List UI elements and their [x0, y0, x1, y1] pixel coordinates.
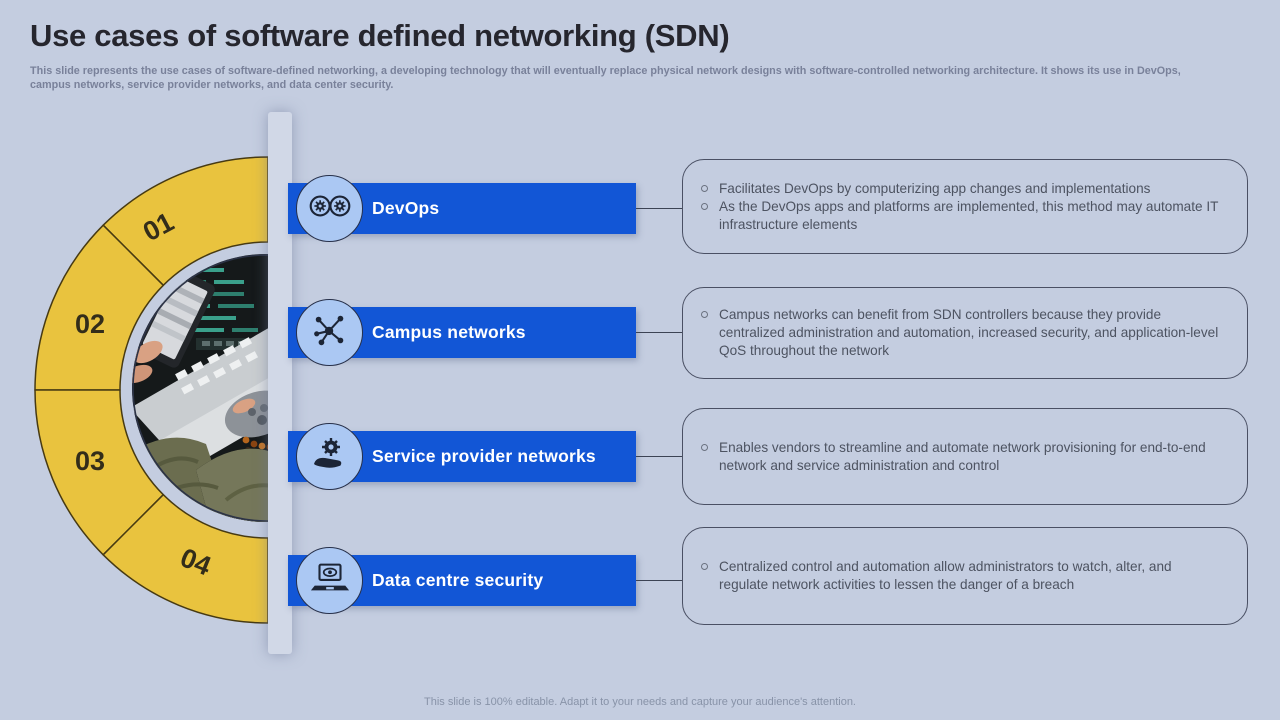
usecase-label: Campus networks — [372, 322, 526, 342]
bullet-circle-icon — [701, 184, 708, 192]
usecase-label: DevOps — [372, 198, 440, 218]
devops-infinity-gears-icon — [307, 193, 353, 224]
data-centre-security-icon-badge — [296, 547, 363, 614]
info-box-data-centre-security: Centralized control and automation allow… — [682, 527, 1248, 625]
data-centre-point-1: Centralized control and automation allow… — [719, 559, 1172, 592]
bullet-circle-icon — [701, 202, 708, 210]
editable-note-footer: This slide is 100% editable. Adapt it to… — [424, 696, 856, 708]
campus-point-1: Campus networks can benefit from SDN con… — [719, 307, 1219, 358]
usecase-label: Service provider networks — [372, 446, 596, 466]
page-subtitle: This slide represents the use cases of s… — [30, 65, 1181, 91]
info-box-campus-networks: Campus networks can benefit from SDN con… — [682, 287, 1248, 379]
connector-line-data-centre — [636, 580, 682, 582]
bullet-circle-icon — [701, 443, 708, 451]
bullet-circle-icon — [701, 563, 708, 570]
devops-icon-badge — [296, 175, 363, 242]
page-title: Use cases of software defined networking… — [30, 18, 730, 53]
devops-point-2: As the DevOps apps and platforms are imp… — [719, 198, 1219, 232]
campus-networks-icon-badge — [296, 299, 363, 366]
connector-line-service-provider — [636, 456, 682, 458]
laptop-eye-icon — [309, 560, 351, 601]
sdn-usecases-donut-chart: 01 02 03 04 — [34, 156, 272, 624]
segment-number-02: 02 — [75, 309, 105, 339]
devops-point-1: Facilitates DevOps by computerizing app … — [719, 180, 1151, 196]
segment-number-03: 03 — [75, 446, 105, 476]
service-provider-point-1: Enables vendors to streamline and automa… — [719, 439, 1206, 473]
connector-line-campus — [636, 332, 682, 334]
info-box-devops: Facilitates DevOps by computerizing app … — [682, 159, 1248, 254]
service-provider-icon-badge — [296, 423, 363, 490]
bullet-circle-icon — [701, 311, 708, 318]
donut-segment-04 — [102, 493, 269, 624]
hand-holding-gear-icon — [310, 434, 350, 479]
network-hub-icon — [311, 311, 349, 354]
connector-line-devops — [636, 208, 682, 210]
usecase-label: Data centre security — [372, 570, 544, 590]
donut-segments — [34, 156, 269, 624]
info-box-service-provider: Enables vendors to streamline and automa… — [682, 408, 1248, 505]
